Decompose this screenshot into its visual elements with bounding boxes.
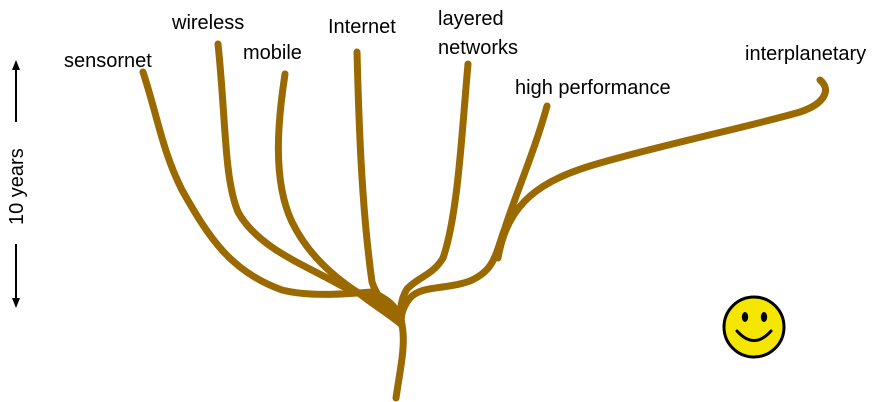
- label-layered-line1: layered: [438, 8, 504, 30]
- label-layered-line2: networks: [438, 37, 519, 59]
- label-mobile: mobile: [243, 42, 302, 64]
- double-headed-arrow-icon: [12, 60, 20, 308]
- label-interplanetary: interplanetary: [745, 43, 867, 65]
- label-wireless: wireless: [172, 12, 245, 34]
- high-performance-branch: [397, 102, 551, 329]
- mobile-branch: [274, 70, 406, 329]
- smiley-face-icon: [722, 295, 786, 359]
- label-high-performance: high performance: [515, 77, 671, 99]
- label-sensornet: sensornet: [64, 50, 152, 72]
- time-axis-label: 10 years: [6, 148, 28, 225]
- internet-branch: [353, 48, 406, 329]
- layered-networks-branch: [396, 60, 472, 329]
- sensornet-branch: [139, 68, 376, 298]
- interplanetary-branch: [494, 76, 829, 262]
- label-internet: Internet: [328, 16, 396, 38]
